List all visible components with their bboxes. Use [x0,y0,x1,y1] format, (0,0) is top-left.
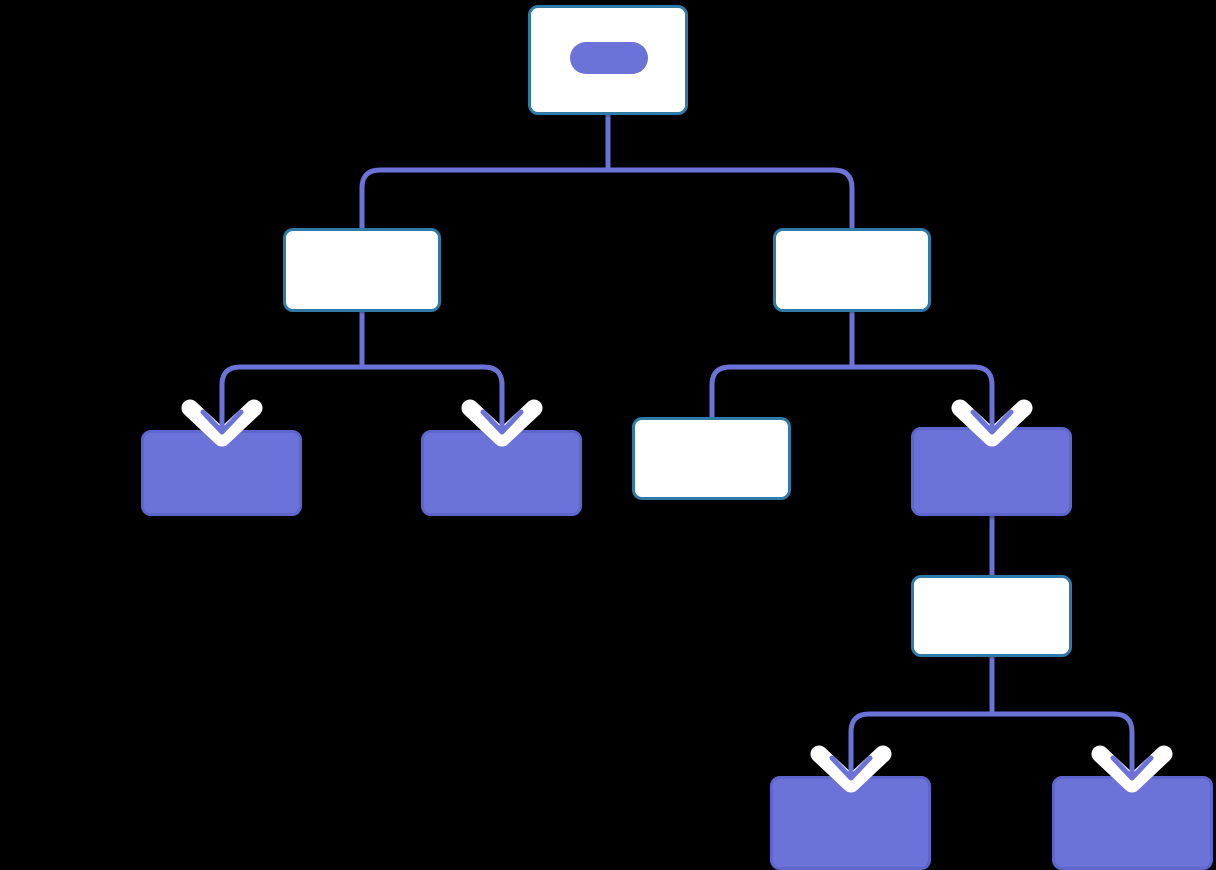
node-root[interactable] [528,5,688,115]
node-pill-badge [570,42,648,74]
node-l5-a[interactable] [770,776,931,870]
node-l2-right[interactable] [773,228,931,312]
node-l3-a[interactable] [141,430,302,516]
node-l3-b[interactable] [421,430,582,516]
node-l3-d[interactable] [911,427,1072,516]
node-l3-c[interactable] [632,417,791,500]
node-l5-b[interactable] [1052,776,1213,870]
node-l4-a[interactable] [911,575,1072,657]
node-l2-left[interactable] [283,228,441,312]
